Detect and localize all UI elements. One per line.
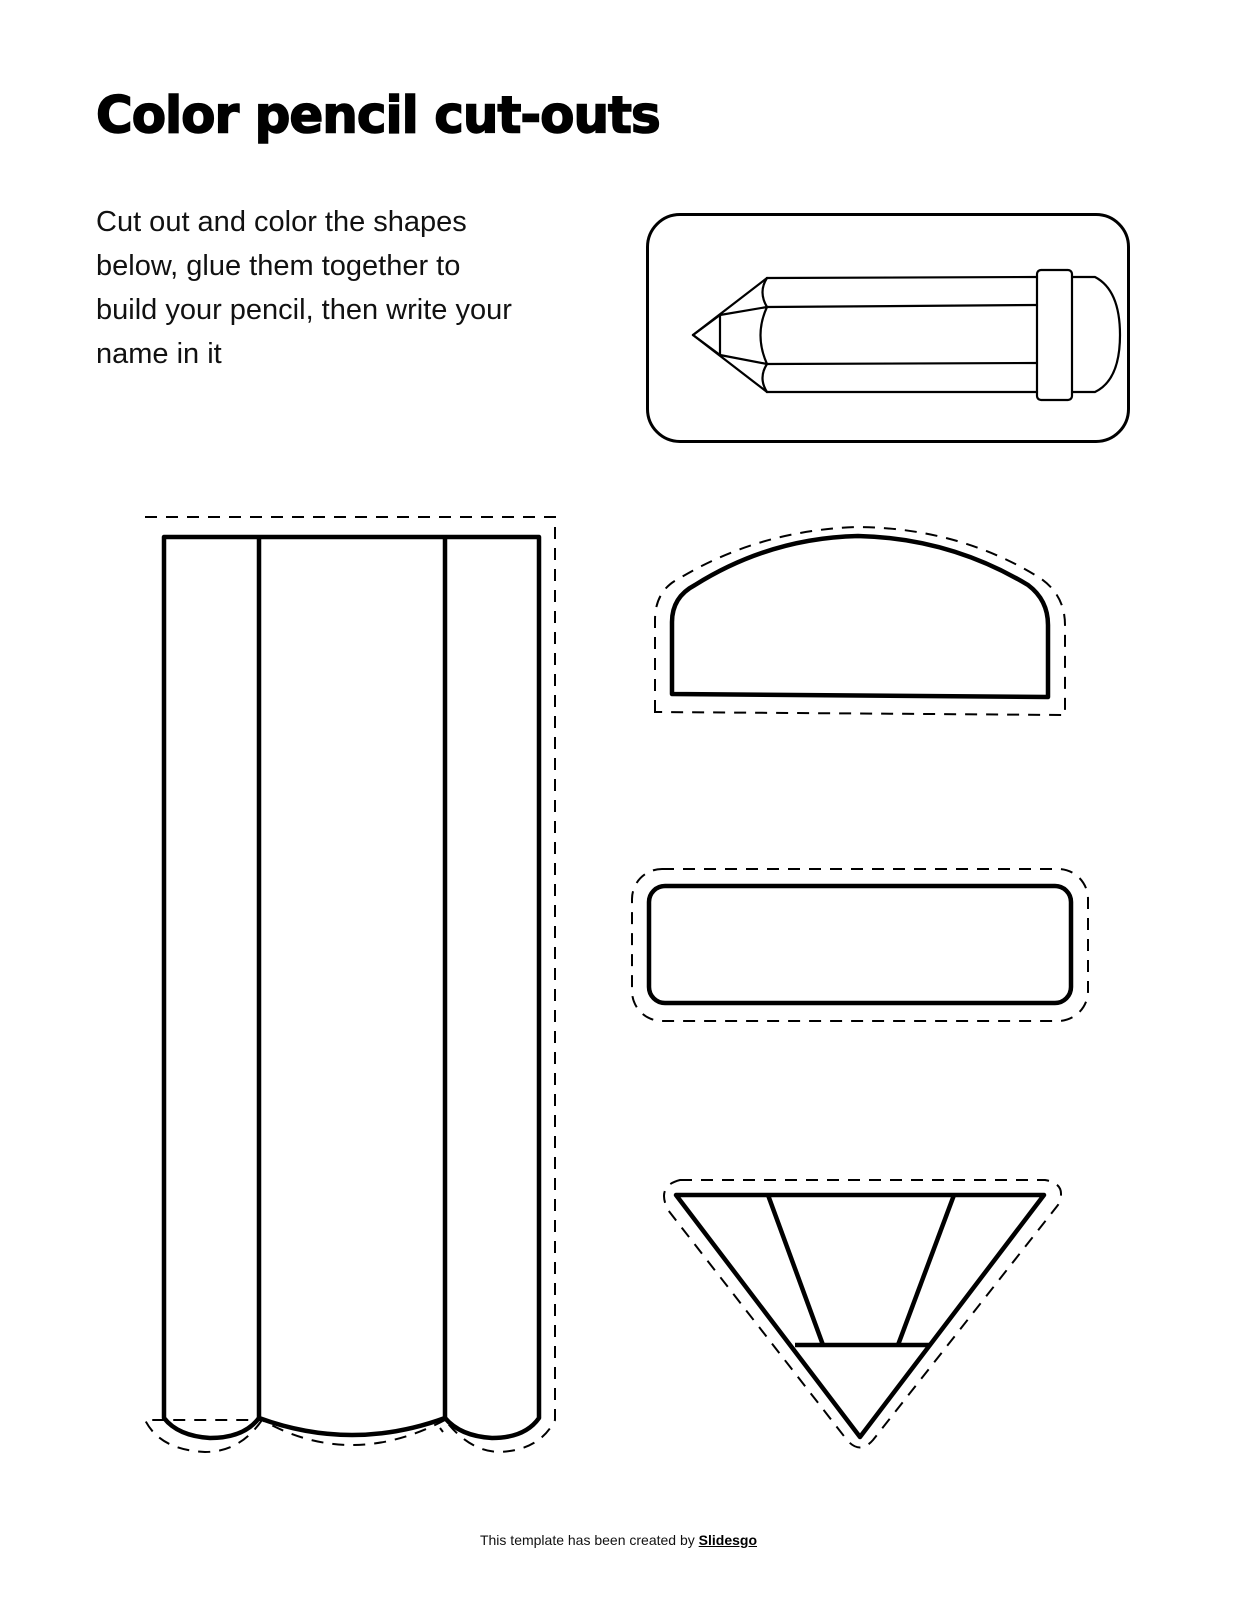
page-title: Color pencil cut-outs bbox=[95, 85, 661, 145]
footer-prefix: This template has been created by bbox=[479, 1532, 699, 1548]
slidesgo-link[interactable]: Slidesgo bbox=[698, 1532, 758, 1548]
ferrule-cutout bbox=[631, 868, 1089, 1022]
eraser-cutout bbox=[654, 525, 1066, 717]
pencil-preview-icon bbox=[691, 268, 1122, 402]
pencil-tip-cutout bbox=[663, 1179, 1062, 1449]
footer-credit: This template has been created by Slides… bbox=[0, 1532, 1237, 1548]
pencil-body-cutout bbox=[143, 516, 556, 1454]
pencil-preview-box bbox=[646, 213, 1130, 443]
instructions-text: Cut out and color the shapes below, glue… bbox=[96, 206, 512, 370]
